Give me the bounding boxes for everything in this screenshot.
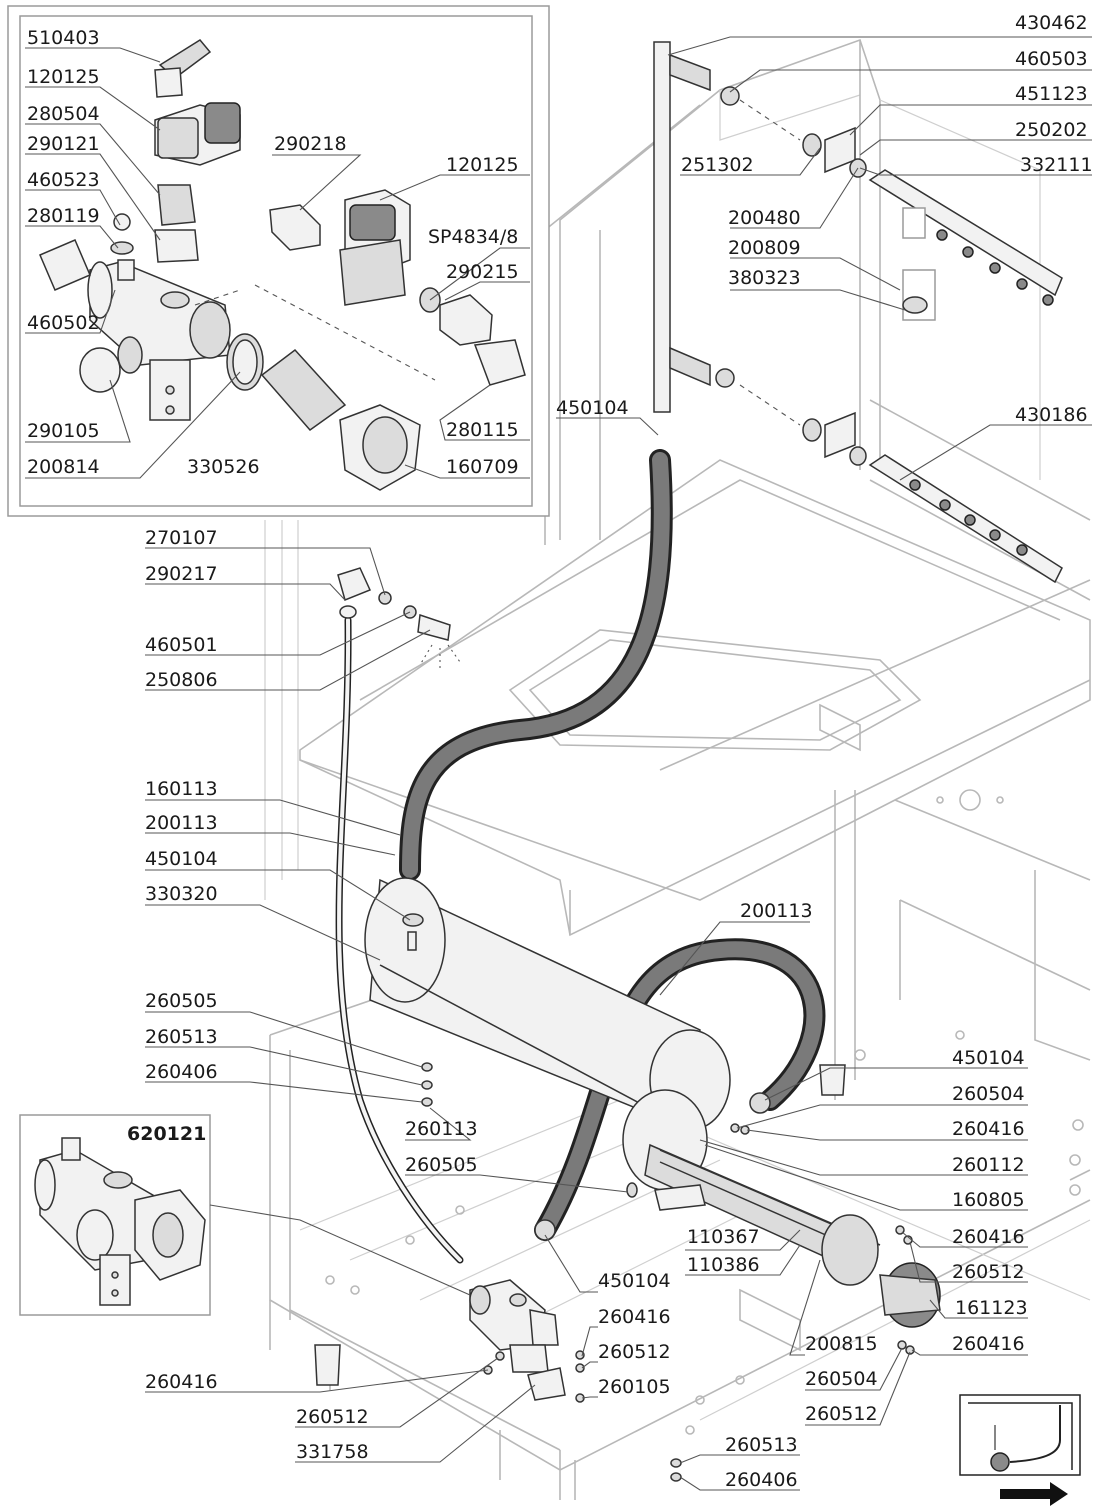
label-260112: 260112: [952, 1154, 1025, 1176]
hose-assembly: [335, 449, 826, 1264]
label-260512-center: 260512: [598, 1341, 671, 1363]
label-110386: 110386: [687, 1254, 760, 1276]
label-280119: 280119: [27, 205, 100, 227]
label-290105: 290105: [27, 420, 100, 442]
label-450104-center: 450104: [598, 1270, 671, 1292]
label-250202: 250202: [1015, 119, 1088, 141]
label-260505-center: 260505: [405, 1154, 478, 1176]
label-260416-center: 260416: [598, 1306, 671, 1328]
left-labels: 270107 290217 460501 250806 160113 20011…: [145, 527, 369, 1463]
label-260113: 260113: [405, 1118, 478, 1140]
label-260505-left: 260505: [145, 990, 218, 1012]
label-270107: 270107: [145, 527, 218, 549]
valve-assembly-detail-box: [7, 5, 550, 517]
label-330320: 330320: [145, 883, 218, 905]
leader-lines: [25, 36, 1092, 1491]
label-430186: 430186: [1015, 404, 1088, 426]
label-260512-bottom: 260512: [805, 1403, 878, 1425]
inset-title-620121: 620121: [127, 1123, 206, 1145]
label-sp4834-8: SP4834/8: [428, 226, 518, 248]
label-451123: 451123: [1015, 83, 1088, 105]
boiler-tank: [364, 877, 941, 1482]
label-260416-right-a: 260416: [952, 1118, 1025, 1140]
label-200814: 200814: [27, 456, 100, 478]
label-160113: 160113: [145, 778, 218, 800]
label-260406-bottom: 260406: [725, 1469, 798, 1491]
label-460523: 460523: [27, 169, 100, 191]
label-380323: 380323: [728, 267, 801, 289]
right-pipe-labels: 430462 460503 451123 250202 332111 25130…: [556, 12, 1093, 426]
cabinet-frame: [264, 38, 1091, 1500]
label-450104-top: 450104: [556, 397, 629, 419]
label-160709: 160709: [446, 456, 519, 478]
label-200815: 200815: [805, 1333, 878, 1355]
lower-right-labels: 450104 260504 260416 260112 160805 26041…: [952, 1047, 1028, 1355]
label-200113-left: 200113: [145, 812, 218, 834]
label-260416-left: 260416: [145, 1371, 218, 1393]
orientation-thumbnail: [959, 1394, 1081, 1476]
label-290215: 290215: [446, 261, 519, 283]
label-460501: 460501: [145, 634, 218, 656]
direction-arrow-icon: [1000, 1482, 1068, 1506]
label-260513-left: 260513: [145, 1026, 218, 1048]
label-120125-valve: 120125: [446, 154, 519, 176]
label-450104-right: 450104: [952, 1047, 1025, 1069]
label-330526: 330526: [187, 456, 260, 478]
label-260416-right-c: 260416: [952, 1333, 1025, 1355]
label-290121: 290121: [27, 133, 100, 155]
label-200480: 200480: [728, 207, 801, 229]
spray-pipe-assembly: [653, 41, 1063, 584]
label-332111: 332111: [1020, 154, 1093, 176]
label-331758: 331758: [296, 1441, 369, 1463]
label-280115: 280115: [446, 419, 519, 441]
label-120125-coil: 120125: [27, 66, 100, 88]
label-290218: 290218: [274, 133, 347, 155]
label-260504-bottom: 260504: [805, 1368, 878, 1390]
label-280504: 280504: [27, 103, 100, 125]
label-160805: 160805: [952, 1189, 1025, 1211]
detail-box-labels: 510403 120125 280504 290121 460523 28011…: [27, 27, 519, 478]
label-290217: 290217: [145, 563, 218, 585]
label-110367: 110367: [687, 1226, 760, 1248]
spray-nozzle: [337, 567, 461, 670]
label-460503: 460503: [1015, 48, 1088, 70]
label-260105: 260105: [598, 1376, 671, 1398]
inset-620121: [19, 1114, 211, 1316]
label-260513-bottom: 260513: [725, 1434, 798, 1456]
label-200809: 200809: [728, 237, 801, 259]
label-251302: 251302: [681, 154, 754, 176]
label-460502: 460502: [27, 312, 100, 334]
center-labels: 200113 260113 260505 110367 110386 45010…: [405, 900, 878, 1491]
label-260416-right-b: 260416: [952, 1226, 1025, 1248]
label-161123: 161123: [955, 1297, 1028, 1319]
label-260512-right: 260512: [952, 1261, 1025, 1283]
label-260512-left: 260512: [296, 1406, 369, 1428]
label-260406-left: 260406: [145, 1061, 218, 1083]
label-260504-right: 260504: [952, 1083, 1025, 1105]
lower-valve-assembly: [469, 1279, 566, 1401]
label-200113-right: 200113: [740, 900, 813, 922]
label-250806: 250806: [145, 669, 218, 691]
label-430462: 430462: [1015, 12, 1088, 34]
label-510403: 510403: [27, 27, 100, 49]
label-450104-left: 450104: [145, 848, 218, 870]
